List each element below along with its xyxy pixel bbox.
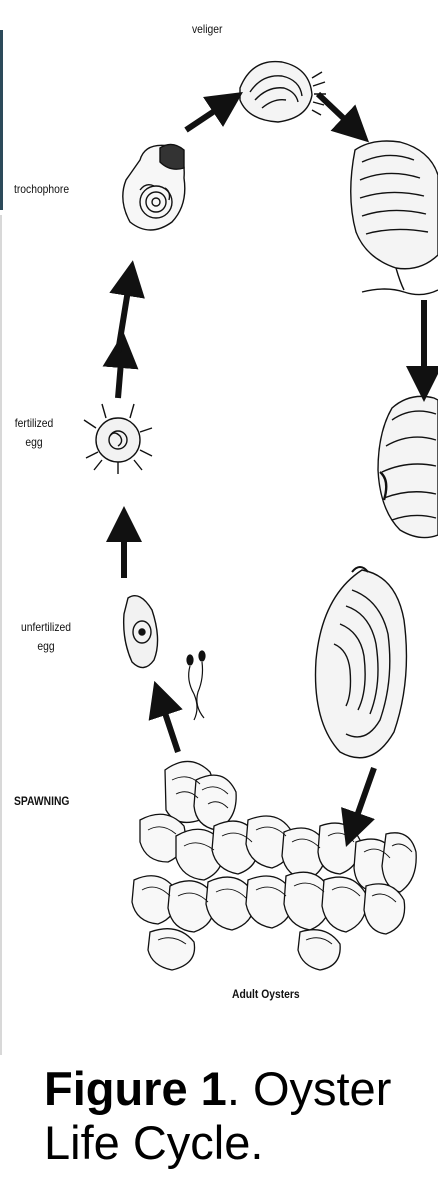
juvenile-oyster (378, 396, 438, 537)
label-fertilized-egg-line2: egg (8, 433, 60, 452)
caption-title-part1: . Oyster (227, 1062, 392, 1115)
label-unfertilized-egg-line2: egg (12, 637, 81, 656)
label-unfertilized-egg: unfertilized egg (12, 618, 81, 656)
oyster-reef-cluster (132, 761, 416, 970)
label-fertilized-egg-line1: fertilized (8, 414, 60, 433)
sperm-cells (187, 651, 205, 720)
caption-line-1: Figure 1. Oyster (44, 1062, 438, 1116)
caption-title-part2: Life Cycle. (44, 1116, 438, 1170)
label-fertilized-egg: fertilized egg (8, 414, 60, 452)
label-veliger: veliger (192, 20, 222, 39)
caption-figure-number: Figure 1 (44, 1062, 227, 1115)
trochophore-larva (123, 144, 185, 230)
figure-caption: Figure 1. Oyster Life Cycle. (44, 1062, 438, 1170)
label-spawning: SPAWNING (14, 792, 69, 811)
adult-oyster-shell (316, 567, 407, 758)
unfertilized-egg (124, 596, 158, 668)
veliger-larva (240, 62, 326, 122)
label-adult-oysters: Adult Oysters (232, 985, 300, 1004)
label-unfertilized-egg-line1: unfertilized (12, 618, 81, 637)
life-cycle-illustration (0, 0, 438, 1060)
fertilized-egg (84, 404, 152, 474)
spat-on-substrate (351, 141, 438, 295)
label-trochophore: trochophore (14, 180, 69, 199)
